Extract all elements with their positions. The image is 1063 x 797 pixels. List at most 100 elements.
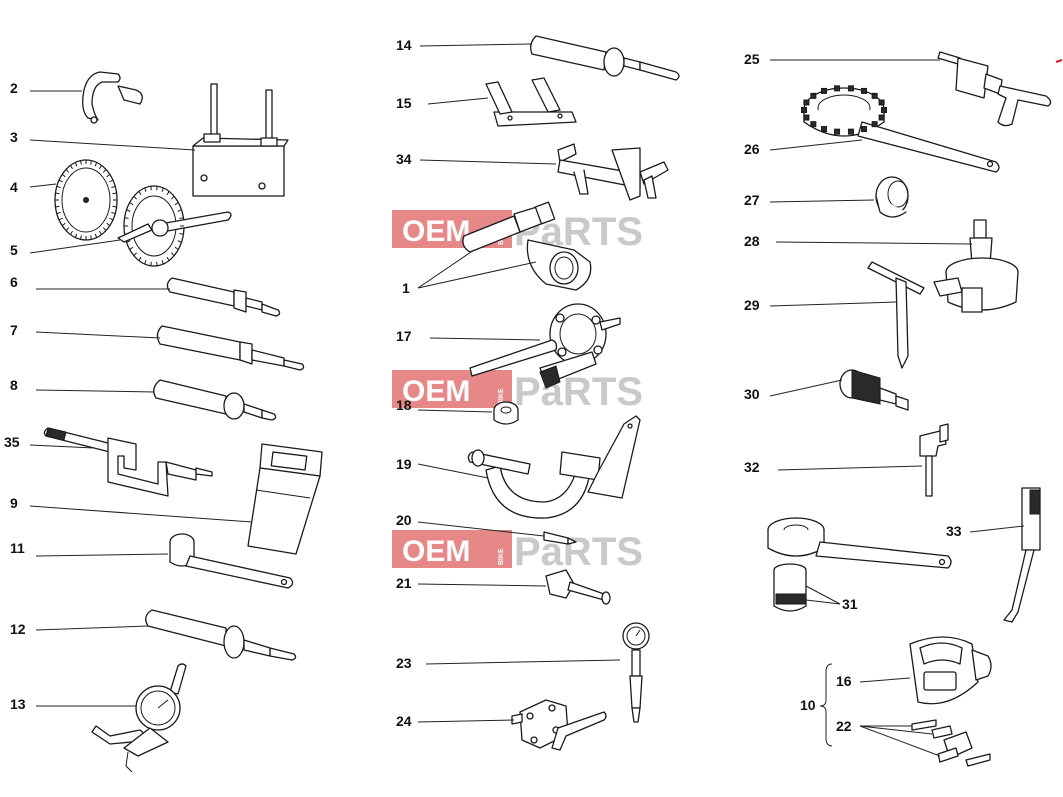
part-29-t-key bbox=[867, 261, 925, 369]
part-32-l-pin bbox=[919, 423, 949, 497]
scale-tick bbox=[58, 217, 63, 221]
label-19: 19 bbox=[396, 456, 412, 472]
ring-tooth bbox=[847, 128, 854, 135]
scale-tick bbox=[161, 187, 164, 192]
ring-tooth bbox=[810, 92, 817, 99]
part-22-pins-set bbox=[911, 719, 991, 767]
part-3-stud-plate bbox=[192, 83, 289, 197]
part-12-long-drift bbox=[145, 609, 297, 661]
label-30: 30 bbox=[744, 386, 760, 402]
label-18: 18 bbox=[396, 397, 412, 413]
ring-tooth bbox=[810, 121, 817, 128]
part-23-pressure-gauge bbox=[622, 622, 650, 723]
watermark-brand-bot: OEM bbox=[402, 535, 470, 568]
scale-tick bbox=[138, 191, 142, 196]
scale-tick bbox=[129, 202, 134, 206]
ring-tooth bbox=[821, 126, 827, 133]
part-21-bolt bbox=[545, 569, 611, 605]
label-11: 11 bbox=[10, 540, 25, 556]
part-35-clamp-tool bbox=[43, 427, 213, 497]
ring-tooth bbox=[821, 87, 827, 94]
part-14-drift bbox=[530, 35, 680, 81]
ring-tooth bbox=[803, 114, 810, 121]
label-2: 2 bbox=[10, 80, 18, 96]
scale-tick bbox=[126, 240, 131, 243]
part-31-wrench-socket bbox=[767, 517, 952, 612]
scale-tick bbox=[174, 246, 179, 250]
scale-tick bbox=[102, 227, 107, 231]
scale-tick bbox=[90, 160, 92, 165]
scale-tick bbox=[80, 160, 82, 165]
ring-tooth bbox=[834, 85, 841, 92]
part-30-knurled-drift bbox=[839, 369, 909, 411]
watermark-brand-top: OEM bbox=[402, 215, 470, 248]
label-28: 28 bbox=[744, 233, 760, 249]
label-4: 4 bbox=[10, 179, 18, 195]
scale-tick bbox=[94, 162, 98, 167]
scale-tick bbox=[70, 165, 73, 170]
part-17-puller bbox=[469, 303, 621, 389]
ring-tooth bbox=[881, 107, 887, 113]
part-7-long-drift bbox=[156, 325, 305, 371]
scale-tick bbox=[177, 209, 182, 212]
watermark-middle: OEM BIKE PaRTS bbox=[392, 370, 643, 414]
scale-tick bbox=[174, 202, 179, 206]
part-33-long-pin bbox=[1003, 487, 1041, 623]
scale-tick bbox=[112, 192, 117, 195]
ring-tooth bbox=[834, 128, 841, 135]
part-13-dial-gauge bbox=[91, 663, 187, 773]
ring-tooth bbox=[871, 121, 878, 128]
scale-tick bbox=[56, 185, 61, 189]
part-11-socket-wrench bbox=[169, 533, 294, 589]
ring-tooth bbox=[803, 99, 810, 106]
scale-tick bbox=[90, 235, 92, 240]
edge-mark bbox=[1055, 59, 1063, 63]
scale-tick bbox=[74, 162, 78, 167]
scale-tick bbox=[166, 191, 170, 196]
label-31: 31 bbox=[842, 596, 858, 612]
label-8: 8 bbox=[10, 377, 18, 393]
ring-tooth bbox=[847, 85, 854, 92]
label-20: 20 bbox=[396, 512, 412, 528]
label-6: 6 bbox=[10, 274, 18, 290]
ring-tooth bbox=[861, 126, 867, 133]
label-9: 9 bbox=[10, 495, 18, 511]
part-6-drift bbox=[166, 277, 281, 317]
watermark-bottom: OEM BIKE PaRTS bbox=[392, 530, 643, 574]
scale-tick bbox=[56, 211, 61, 215]
label-14: 14 bbox=[396, 37, 412, 53]
watermark-suffix-mid: PaRTS bbox=[514, 370, 643, 414]
label-13: 13 bbox=[10, 696, 26, 712]
part-9-handheld-tester bbox=[247, 443, 323, 555]
label-17: 17 bbox=[396, 328, 412, 344]
label-7: 7 bbox=[10, 322, 18, 338]
ring-tooth bbox=[878, 99, 885, 106]
part-19-c-clamp bbox=[467, 415, 641, 519]
scale-tick bbox=[171, 195, 175, 200]
scale-tick bbox=[144, 187, 147, 192]
scale-tick bbox=[166, 256, 170, 261]
scale-tick bbox=[177, 240, 182, 243]
label-26: 26 bbox=[744, 141, 760, 157]
part-25-t-handle-extractor bbox=[937, 51, 1052, 127]
scale-tick bbox=[129, 246, 134, 250]
ring-tooth bbox=[878, 114, 885, 121]
part-27-bush bbox=[875, 176, 909, 218]
watermark-middle-bot: BIKE bbox=[498, 548, 505, 565]
ring-tooth bbox=[861, 87, 867, 94]
scale-tick bbox=[171, 252, 175, 257]
scale-tick bbox=[138, 256, 142, 261]
label-33: 33 bbox=[946, 523, 962, 539]
part-20-pin bbox=[543, 531, 577, 545]
scale-tick bbox=[111, 211, 116, 215]
part-4-degree-disc bbox=[54, 159, 118, 241]
label-12: 12 bbox=[10, 621, 26, 637]
part-2-hook-tool bbox=[82, 71, 143, 124]
scale-tick bbox=[65, 169, 70, 173]
part-28-holder-tool bbox=[933, 219, 1019, 313]
watermark-suffix-bot: PaRTS bbox=[514, 530, 643, 574]
label-21: 21 bbox=[396, 575, 412, 591]
part-24-flywheel-lock bbox=[511, 699, 607, 751]
label-22: 22 bbox=[836, 718, 852, 734]
